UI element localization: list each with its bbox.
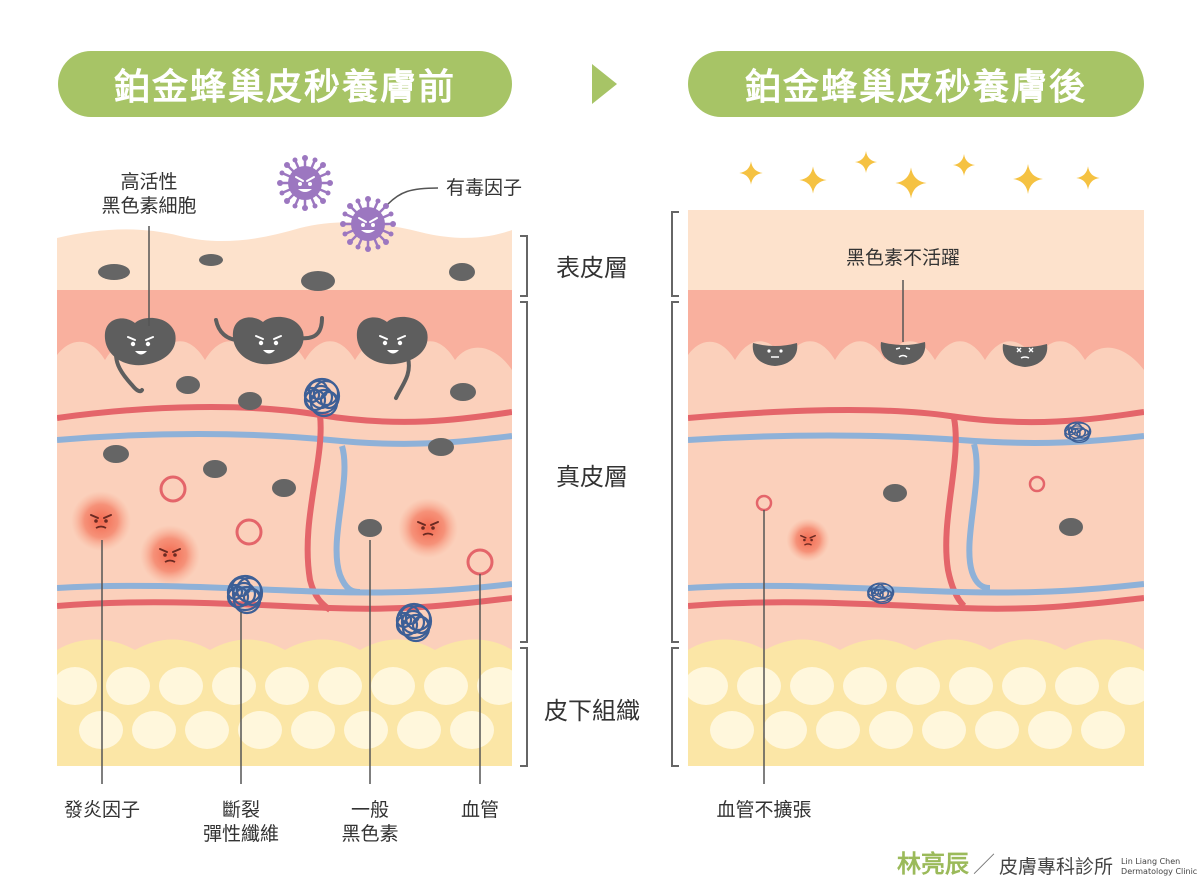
layer-label-dermis: 真皮層 bbox=[556, 463, 628, 491]
brand-english-line: Lin Liang Chen bbox=[1121, 857, 1181, 866]
after-header: 鉑金蜂巢皮秒養膚後 bbox=[688, 51, 1144, 117]
label-line: 黑色素 bbox=[341, 823, 399, 845]
brand-slash: ／ bbox=[973, 853, 996, 878]
melanocyte-icon bbox=[752, 343, 798, 366]
label-line: 斷裂 bbox=[221, 799, 260, 821]
after-skin-panel bbox=[688, 210, 1144, 766]
layer-label-epidermis: 表皮層 bbox=[556, 254, 628, 282]
melanocyte-icon bbox=[355, 315, 429, 400]
label-line: 黑色素細胞 bbox=[101, 195, 197, 217]
brand-english: Lin Liang Chen Dermatology Clinic bbox=[1121, 857, 1197, 877]
label-inactive-melanin: 黑色素不活躍 bbox=[845, 247, 960, 269]
inflammation-icon bbox=[397, 497, 459, 559]
label-active-melanocyte: 高活性 黑色素細胞 bbox=[84, 170, 214, 218]
label-blood-vessel: 血管 bbox=[460, 799, 499, 821]
label-broken-elastic-fiber: 斷裂 彈性纖維 bbox=[191, 798, 291, 846]
melanocyte-icon bbox=[1002, 344, 1048, 367]
label-line: 高活性 bbox=[120, 171, 178, 193]
bracket-icon bbox=[520, 211, 679, 767]
inflammation-icon bbox=[139, 524, 201, 586]
label-toxic-factor: 有毒因子 bbox=[446, 177, 523, 199]
label-line: 彈性纖維 bbox=[202, 823, 279, 845]
before-header: 鉑金蜂巢皮秒養膚前 bbox=[58, 51, 512, 117]
melanocyte-icon bbox=[103, 316, 177, 394]
inflammation-icon bbox=[70, 490, 132, 552]
inflammation-icon bbox=[785, 517, 831, 563]
label-vessel-not-dilated: 血管不擴張 bbox=[716, 799, 812, 821]
brand-clinic: 皮膚專科診所 bbox=[999, 856, 1114, 878]
clinic-brand: 林亮辰 ／ 皮膚專科診所 Lin Liang Chen Dermatology … bbox=[897, 844, 1197, 879]
virus-icon bbox=[338, 194, 398, 254]
brand-name: 林亮辰 bbox=[897, 850, 969, 878]
sparkle-icon bbox=[739, 150, 1100, 199]
virus-icon bbox=[275, 153, 335, 213]
layer-label-subcutaneous: 皮下組織 bbox=[544, 697, 640, 725]
melanocyte-icon bbox=[214, 315, 324, 366]
melanocyte-icon bbox=[880, 342, 926, 365]
label-line: 一般 bbox=[350, 799, 389, 821]
label-inflammatory-factor: 發炎因子 bbox=[63, 799, 140, 821]
before-skin-panel bbox=[57, 222, 512, 766]
brand-english-line: Dermatology Clinic bbox=[1121, 867, 1198, 876]
label-normal-melanin: 一般 黑色素 bbox=[320, 798, 420, 846]
arrow-right-icon bbox=[592, 64, 617, 104]
